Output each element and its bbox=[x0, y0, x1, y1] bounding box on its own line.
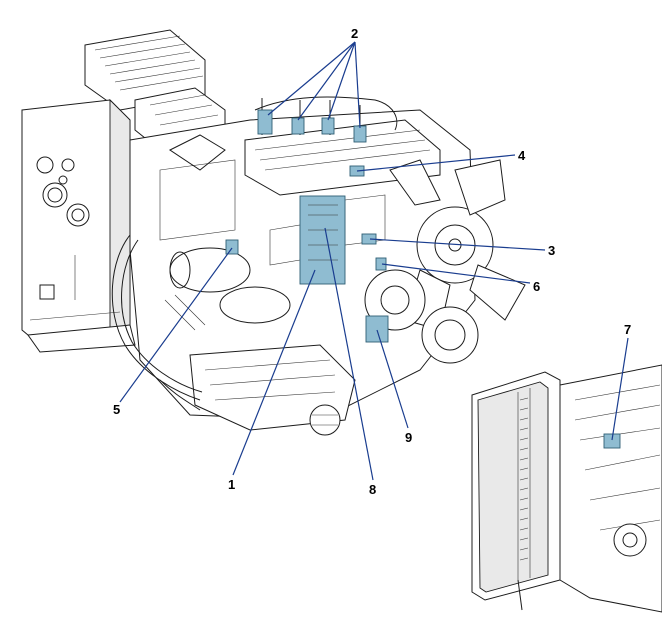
callout-7: 7 bbox=[624, 322, 631, 337]
injector-sensor-1 bbox=[257, 109, 273, 135]
leader-6 bbox=[381, 263, 531, 284]
injector-sensor-3 bbox=[321, 117, 335, 135]
callout-5: 5 bbox=[113, 402, 120, 417]
callout-9: 9 bbox=[405, 430, 412, 445]
injector-sensor-4 bbox=[353, 125, 367, 143]
leader-8 bbox=[324, 227, 374, 481]
leader-2c bbox=[327, 41, 356, 121]
sensor-9 bbox=[365, 315, 389, 343]
leader-lines bbox=[119, 41, 629, 481]
callout-8: 8 bbox=[369, 482, 376, 497]
callout-1: 1 bbox=[228, 477, 235, 492]
callout-3: 3 bbox=[548, 243, 555, 258]
leader-5 bbox=[119, 247, 233, 403]
ecu-module bbox=[299, 195, 346, 285]
leader-2d bbox=[354, 41, 361, 129]
inset-radiator-view bbox=[471, 364, 662, 613]
callout-4: 4 bbox=[518, 148, 526, 163]
highlighted-components bbox=[225, 109, 389, 343]
engine-assembly bbox=[21, 29, 526, 436]
callout-labels: 2 4 3 6 7 5 9 1 8 bbox=[113, 26, 631, 497]
leader-3 bbox=[369, 238, 546, 251]
sensor-7 bbox=[603, 433, 621, 449]
callout-2: 2 bbox=[351, 26, 358, 41]
control-panel bbox=[21, 98, 136, 353]
leader-2a bbox=[267, 41, 356, 116]
injector-sensor-2 bbox=[291, 117, 305, 135]
sensor-5 bbox=[225, 239, 239, 255]
callout-6: 6 bbox=[533, 279, 540, 294]
leader-9 bbox=[376, 329, 409, 429]
leader-7 bbox=[611, 337, 629, 441]
leader-4 bbox=[356, 154, 516, 172]
leader-2b bbox=[297, 41, 356, 121]
leader-1 bbox=[232, 269, 316, 476]
